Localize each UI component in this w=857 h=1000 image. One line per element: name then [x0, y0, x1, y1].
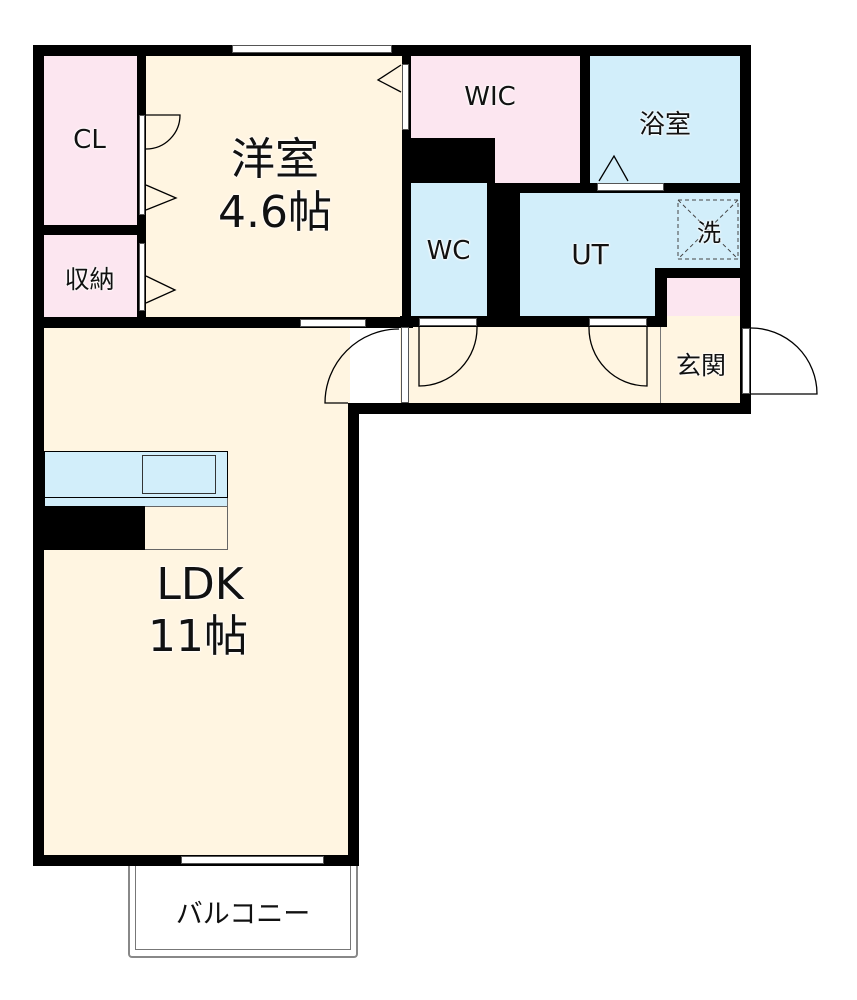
storage-room	[42, 235, 137, 320]
door-frame-bath	[597, 183, 664, 191]
ldk-size: 11帖	[148, 611, 248, 662]
ldk-room	[42, 327, 350, 855]
kitchen-counter-edge	[44, 498, 228, 506]
wall-wic-block	[402, 138, 495, 183]
door-frame-ldk	[401, 327, 409, 403]
window-ldk-balcony	[181, 856, 324, 864]
wic-label: WIC	[464, 82, 516, 112]
wall-ldk-right	[348, 403, 359, 865]
door-frame-cl	[139, 115, 145, 215]
wall-western-bottom	[33, 317, 413, 328]
door-frame-western	[402, 64, 409, 130]
wall-wic-bath	[580, 45, 590, 191]
storage-label: 収納	[64, 265, 115, 294]
utility-label: UT	[571, 238, 609, 271]
bath-room	[590, 55, 740, 183]
closet-label: CL	[73, 125, 106, 155]
window-western-top	[232, 45, 392, 53]
wc-room	[410, 183, 487, 318]
wall-ut-bottom	[400, 316, 665, 327]
washer-label: 洗	[697, 219, 721, 247]
western-room-size: 4.6帖	[218, 187, 332, 238]
door-frame-ut	[589, 318, 647, 326]
wall-left	[33, 45, 44, 865]
wall-cl-storage	[33, 225, 145, 235]
kitchen-cabinet	[145, 506, 228, 550]
door-frame-wc	[419, 318, 477, 326]
wc-label: WC	[426, 236, 471, 266]
door-frame-entrance	[742, 328, 750, 394]
door-frame-storage	[139, 243, 145, 311]
entrance-label: 玄関	[675, 351, 726, 380]
balcony-label: バルコニー	[175, 899, 311, 930]
western-room-name: 洋室	[231, 134, 319, 185]
wall-ut-step-v	[655, 268, 667, 327]
wall-western-right	[402, 45, 411, 327]
balcony-inner	[135, 862, 351, 950]
kitchen-sink	[142, 455, 216, 494]
window-western-bottom	[300, 319, 366, 327]
entrance-room	[660, 316, 741, 404]
balcony	[128, 862, 358, 958]
wall-wc-right	[487, 183, 520, 323]
kitchen-stove-block	[35, 506, 145, 550]
bath-label: 浴室	[638, 110, 691, 140]
wall-right	[740, 45, 751, 413]
ldk-name: LDK	[156, 559, 244, 610]
wall-hall-bottom	[348, 403, 751, 414]
closet-room	[42, 55, 137, 225]
wall-ut-step-h	[655, 268, 750, 278]
western-room	[145, 55, 403, 320]
kitchen-counter	[44, 451, 228, 498]
